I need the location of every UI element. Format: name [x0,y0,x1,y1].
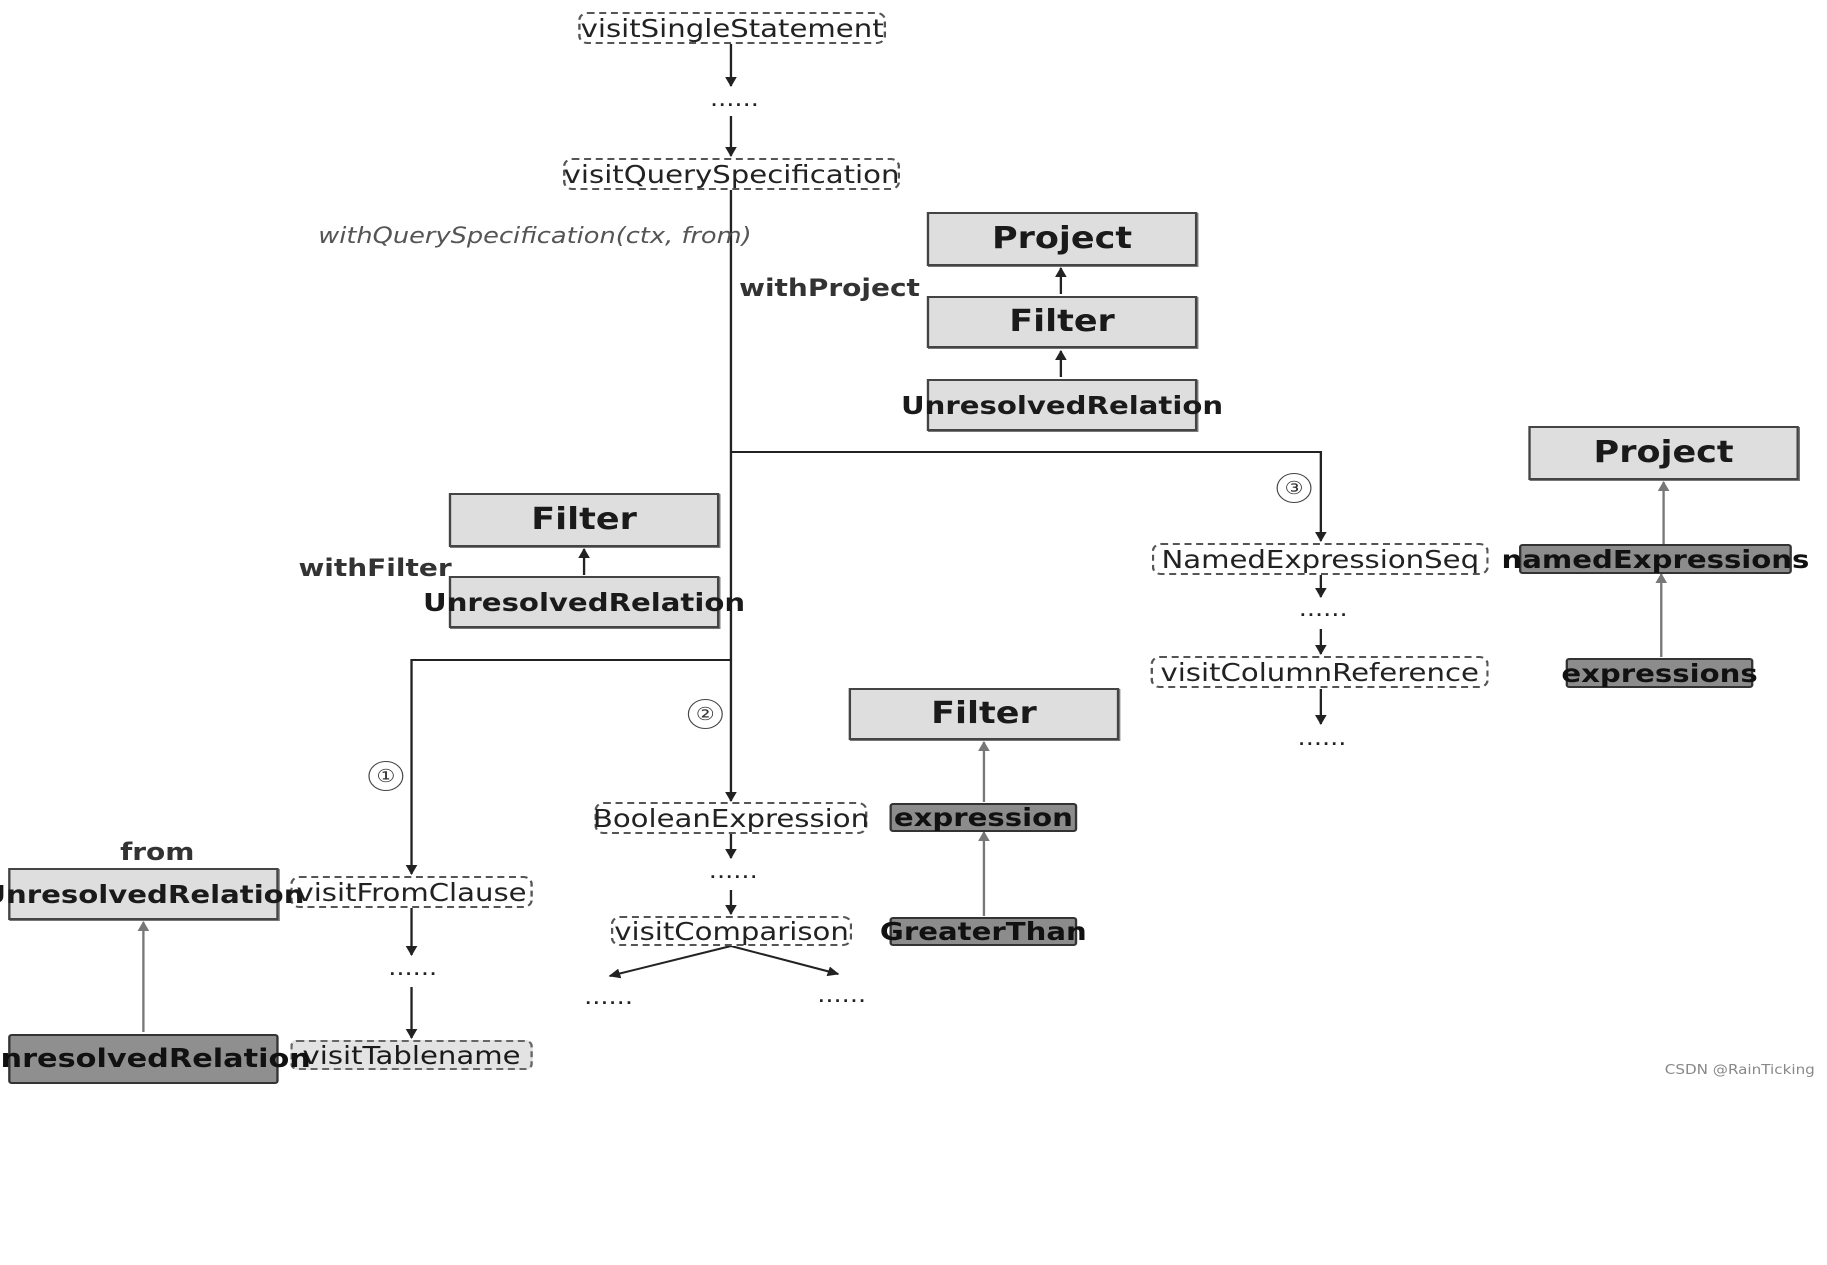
unresolved-relation-bottom-node: UnresolvedRelation [0,1034,311,1084]
named-expressions-node: namedExpressions [1501,544,1810,574]
expression-node: expression [889,803,1078,832]
named-expression-seq-node: NamedExpressionSeq [1151,543,1489,575]
filter-expression-node: Filter [848,688,1120,740]
from-label: from [120,838,195,866]
with-filter-label: withFilter [298,554,452,582]
unresolved-relation-top-node: UnresolvedRelation [901,379,1223,431]
arrow-comparison-right [730,945,840,977]
watermark: CSDN @RainTicking [1664,1063,1815,1078]
visit-single-statement-node: visitSingleStatement [578,12,887,44]
ellipsis-1: ...... [709,87,759,112]
project-right-node: Project [1528,426,1799,480]
visit-query-specification-node: visitQuerySpecification [563,158,900,190]
ellipsis-5: ...... [708,859,758,884]
filter-mid-node: Filter [448,493,720,547]
step-2-marker: ② [687,699,723,729]
visit-comparison-node: visitComparison [610,916,853,946]
boolean-expression-node: BooleanExpression [592,802,870,834]
step-3-marker: ③ [1276,473,1312,503]
greater-than-node: GreaterThan [879,917,1087,946]
ellipsis-2: ...... [388,956,438,981]
arrow-comparison-left [608,945,732,979]
ellipsis-4: ...... [1297,726,1347,751]
project-top-node: Project [926,212,1198,266]
visit-tablename-node: visitTablename [290,1040,533,1070]
branch-1-line [405,659,731,875]
ellipsis-7: ...... [817,983,867,1008]
step-1-marker: ① [368,761,404,791]
with-query-specification-label: withQuerySpecification(ctx, from) [318,224,752,249]
branch-3-line [730,451,1327,542]
ellipsis-6: ...... [584,985,633,1010]
visit-from-clause-node: visitFromClause [290,876,533,908]
connector-layer [137,44,1670,1039]
with-project-label: withProject [739,274,920,302]
visit-column-reference-node: visitColumnReference [1150,656,1489,688]
filter-top-node: Filter [926,296,1198,348]
ellipsis-3: ...... [1298,597,1348,622]
unresolved-relation-from-node: UnresolvedRelation [0,868,304,920]
unresolved-relation-mid-node: UnresolvedRelation [423,576,745,628]
expressions-node: expressions [1561,658,1758,688]
